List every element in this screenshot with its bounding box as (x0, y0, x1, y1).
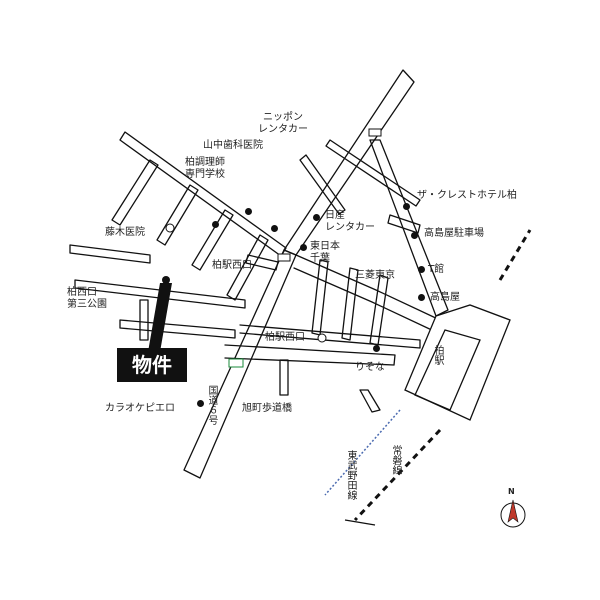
station-road (369, 139, 449, 317)
label-east-japan: 東日本 千葉 (310, 241, 340, 265)
property-label: 物件 (117, 348, 187, 382)
label-kashiwa-west-park: 柏西口 第三公園 (67, 287, 107, 311)
label-line: ニッポン (263, 112, 303, 123)
label-fujiki-clinic: 藤木医院 (105, 227, 145, 238)
label-joban-line: 常磐線 (390, 445, 401, 475)
label-route6: 国道６号 (206, 385, 217, 425)
label-asahicho-bridge: 旭町歩道橋 (242, 403, 292, 414)
poi-dot-nippon (271, 225, 278, 232)
joban-rail-south (353, 428, 442, 522)
joban-rail-north (498, 229, 532, 281)
label-t-building: T館 (428, 264, 445, 275)
label-line: 千葉 (310, 253, 330, 264)
compass (500, 499, 526, 528)
kashiwa-station (404, 304, 511, 421)
label-nippon-rentacar: ニッポン レンタカー (258, 112, 308, 136)
label-karaoke: カラオケピエロ (105, 403, 175, 414)
poi-dot-yamanaka (245, 208, 252, 215)
label-yamanaka-dental: 山中歯科医院 (203, 140, 263, 151)
label-north: N (508, 487, 515, 496)
label-line: 第三公園 (67, 299, 107, 310)
label-crest-hotel: ザ・クレストホテル柏 (417, 190, 517, 201)
label-kashiwa-west-exit: 柏駅西口 (212, 260, 252, 271)
label-station: 柏駅 (432, 345, 443, 365)
poi-dot-chori (212, 221, 219, 228)
label-tobu-line: 東武野田線 (345, 450, 356, 500)
lower-road (224, 344, 396, 366)
label-kashiwa-west-exit-2: 柏駅西口 (265, 332, 305, 343)
lower-road-2 (239, 324, 421, 349)
label-line: レンタカー (325, 222, 375, 233)
poi-dot-takashimaya (418, 294, 425, 301)
label-line: 柏調理師 (185, 157, 225, 168)
label-kashiwa-chori: 柏調理師 専門学校 (185, 157, 225, 181)
poi-dot-takashimaya-parking (411, 232, 418, 239)
route6-road (183, 249, 297, 479)
tobu-rail (324, 409, 401, 496)
property-pointer (148, 276, 172, 352)
label-line: 柏西口 (67, 287, 97, 298)
poi-dot-karaoke (197, 400, 204, 407)
poi-dot-nissan (313, 214, 320, 221)
label-line: 日産 (325, 210, 345, 221)
label-line: 東日本 (310, 241, 340, 252)
label-line: レンタカー (258, 124, 308, 135)
label-mitsubishi-tokyo: 三菱東京 (355, 270, 395, 281)
label-line: 専門学校 (185, 169, 225, 180)
poi-dot-east-japan (300, 244, 307, 251)
label-nissan-rentacar: 日産 レンタカー (325, 210, 375, 234)
poi-dot-crest (403, 203, 410, 210)
poi-dot-resona (373, 345, 380, 352)
label-resona: りそな (355, 362, 385, 373)
west-diagonal (119, 131, 287, 257)
poi-dot-t (418, 266, 425, 273)
label-takashimaya: 高島屋 (430, 292, 460, 303)
label-takashimaya-parking: 高島屋駐車場 (424, 228, 484, 239)
